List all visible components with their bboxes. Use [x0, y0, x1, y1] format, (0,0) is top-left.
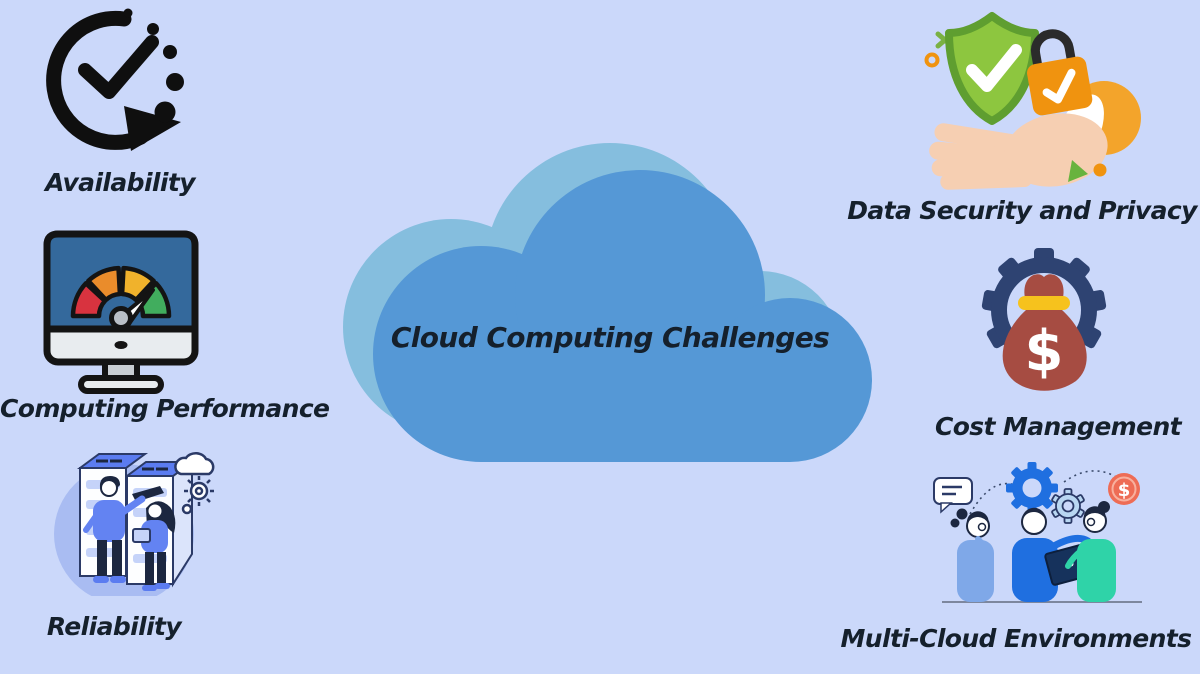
shoe: [155, 583, 170, 589]
speech-bubble-icon: [933, 477, 973, 514]
person-right: [1065, 501, 1116, 602]
hair: [966, 511, 989, 524]
arm: [1065, 547, 1085, 569]
coin-dollar-sign: $: [1118, 480, 1131, 501]
person-left: [950, 508, 994, 602]
availability-label: Availability: [45, 168, 195, 197]
tablet: [132, 528, 151, 543]
engineer-with-laptop: [83, 476, 164, 583]
leg: [112, 540, 122, 577]
bag-body: [1002, 310, 1087, 391]
glasses: [1086, 517, 1096, 527]
deco-triangle: [1068, 160, 1088, 182]
monitor-base: [78, 375, 164, 394]
hand: [929, 113, 1108, 190]
team-gears-coin-illustration: $: [933, 462, 1142, 603]
cloud-title: Cloud Computing Challenges: [390, 321, 830, 354]
arm-2: [83, 513, 99, 533]
padlock-body: [1027, 56, 1093, 116]
gear-money-bag-icon: $: [981, 248, 1107, 391]
reliability-label: Reliability: [46, 612, 182, 641]
padlock-shackle: [1030, 29, 1076, 72]
clock-dots: [123, 8, 184, 123]
gauge-hub: [109, 306, 133, 330]
bag-knot: [1024, 274, 1064, 298]
money-bag-icon: $: [1002, 274, 1087, 391]
multi-cloud-label: Multi-Cloud Environments: [840, 624, 1193, 653]
torso: [1077, 539, 1116, 602]
shoe: [110, 576, 126, 583]
hair: [99, 476, 120, 488]
shield-icon: [945, 12, 1039, 125]
hair-bun: [956, 508, 968, 520]
shoe: [142, 585, 157, 591]
hair-bun: [950, 518, 960, 528]
monitor-button: [114, 341, 128, 349]
palm: [1004, 113, 1108, 187]
bag-band: [1018, 296, 1070, 310]
big-gear-icon: [1006, 462, 1058, 514]
leg: [97, 540, 107, 577]
gauge: [70, 265, 172, 319]
head: [146, 502, 164, 520]
data-security-label: Data Security and Privacy: [847, 196, 1197, 225]
engineer-with-tablet: [132, 501, 176, 591]
hair: [1083, 506, 1106, 519]
deco-dot: [1093, 163, 1107, 177]
small-gear-icon: [1051, 488, 1085, 524]
cloud-shape: [343, 143, 872, 462]
glasses: [977, 522, 987, 532]
torso: [93, 500, 125, 542]
padlock-checkmark: [1042, 68, 1076, 104]
performance-gauge-monitor-icon: [43, 230, 199, 394]
arm: [975, 536, 993, 563]
shoe: [93, 576, 109, 583]
leg: [145, 552, 154, 586]
gauge-orange-segment: [86, 265, 123, 303]
hair: [1021, 507, 1046, 520]
gear-doodle: [181, 476, 214, 515]
leg: [157, 552, 166, 584]
availability-icon: [46, 8, 184, 151]
padlock-icon: [1027, 29, 1093, 116]
cost-management-label: Cost Management: [934, 412, 1182, 441]
dollar-coin-icon: $: [1108, 473, 1140, 505]
torso: [957, 540, 994, 602]
gauge-red-segment: [70, 281, 108, 319]
shield-checkmark: [966, 44, 1022, 92]
cloud-doodle: [174, 451, 215, 476]
computing-performance-label: Computing Performance: [0, 394, 330, 423]
rack-top-vents: [96, 459, 168, 471]
cloud-front-layer: [373, 170, 872, 462]
dollar-sign: $: [1025, 319, 1064, 384]
people-servers-illustration: [54, 451, 215, 596]
checkmark: [78, 35, 159, 99]
arrowhead: [124, 106, 181, 151]
clock-arrow-arc: [46, 10, 149, 150]
ring-dot: [924, 52, 940, 68]
hand-shield-padlock-illustration: [924, 12, 1141, 190]
gauge-yellow-segment: [119, 265, 156, 303]
